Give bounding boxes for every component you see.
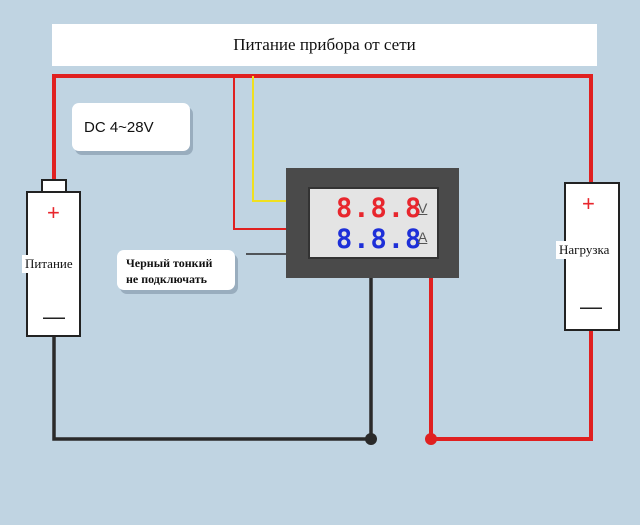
black-wire-callout: Черный тонкий не подключать	[117, 250, 235, 290]
dc-range-callout: DC 4~28V	[72, 103, 190, 151]
yellow-wire	[252, 76, 288, 202]
black-wire-return	[52, 278, 373, 441]
load-label: Нагрузка	[556, 241, 613, 259]
title-bar: Питание прибора от сети	[52, 24, 597, 66]
black-wire-note-line2: не подключать	[126, 272, 207, 286]
battery-plus-sign: +	[47, 200, 60, 225]
battery-minus-sign: —	[43, 304, 65, 329]
load-plus-sign: +	[582, 191, 595, 216]
load-minus-sign: —	[580, 294, 602, 319]
current-readout: 8.8.8	[336, 224, 423, 255]
red-wire-supply	[52, 74, 593, 183]
red-wire-load	[429, 278, 593, 441]
meter-screen	[308, 187, 439, 259]
junction-red	[425, 433, 437, 445]
voltage-unit: V	[418, 200, 428, 216]
junction-black	[365, 433, 377, 445]
red-wire-meter-power	[233, 76, 288, 230]
black-wire-note-line1: Черный тонкий	[126, 256, 213, 270]
power-source-label: Питание	[22, 255, 76, 273]
voltage-readout: 8.8.8	[336, 193, 423, 224]
current-unit: A	[418, 229, 428, 245]
